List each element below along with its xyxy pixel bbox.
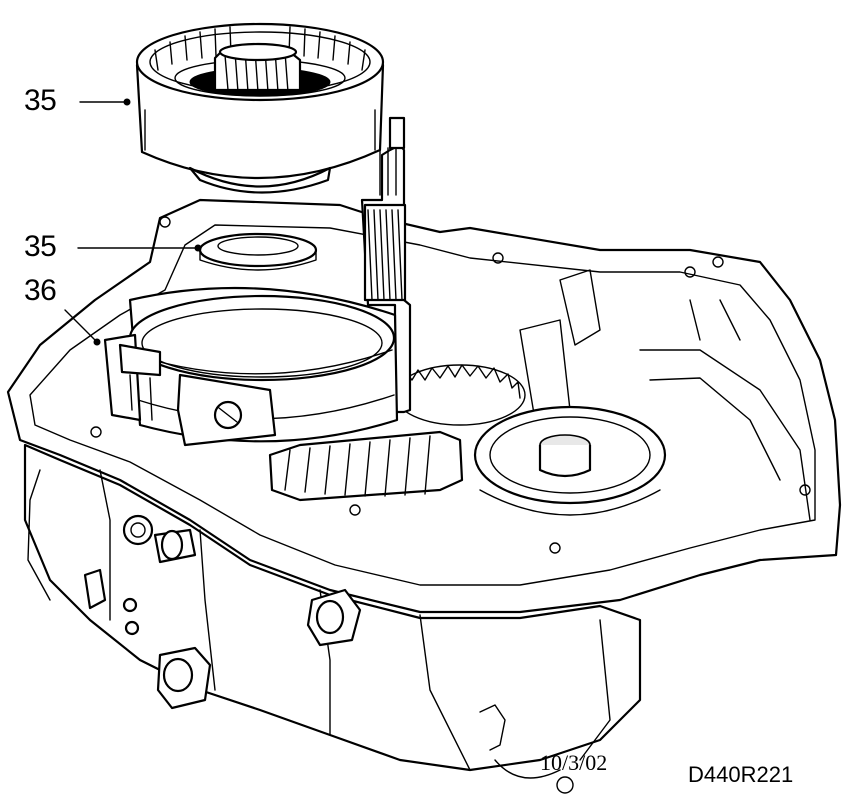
- bearing-ring-icon: [198, 232, 318, 271]
- leader-35-ring-dot: [194, 244, 202, 252]
- date-stamp: 10/3/02: [540, 750, 608, 775]
- brake-band-icon: [103, 286, 399, 447]
- leader-35-drum-dot: [123, 98, 131, 106]
- gearbox-housing-icon: [6, 198, 842, 794]
- leader-36-band: [64, 309, 96, 341]
- callout-label-36-band: 36: [24, 274, 57, 307]
- drum-icon: [135, 22, 385, 194]
- callout-leaders: [64, 98, 202, 346]
- callout-label-35-drum: 35: [24, 84, 57, 117]
- leader-36-band-dot: [93, 338, 101, 346]
- reference-code: D440R221: [688, 762, 794, 787]
- callout-label-35-ring: 35: [24, 230, 57, 263]
